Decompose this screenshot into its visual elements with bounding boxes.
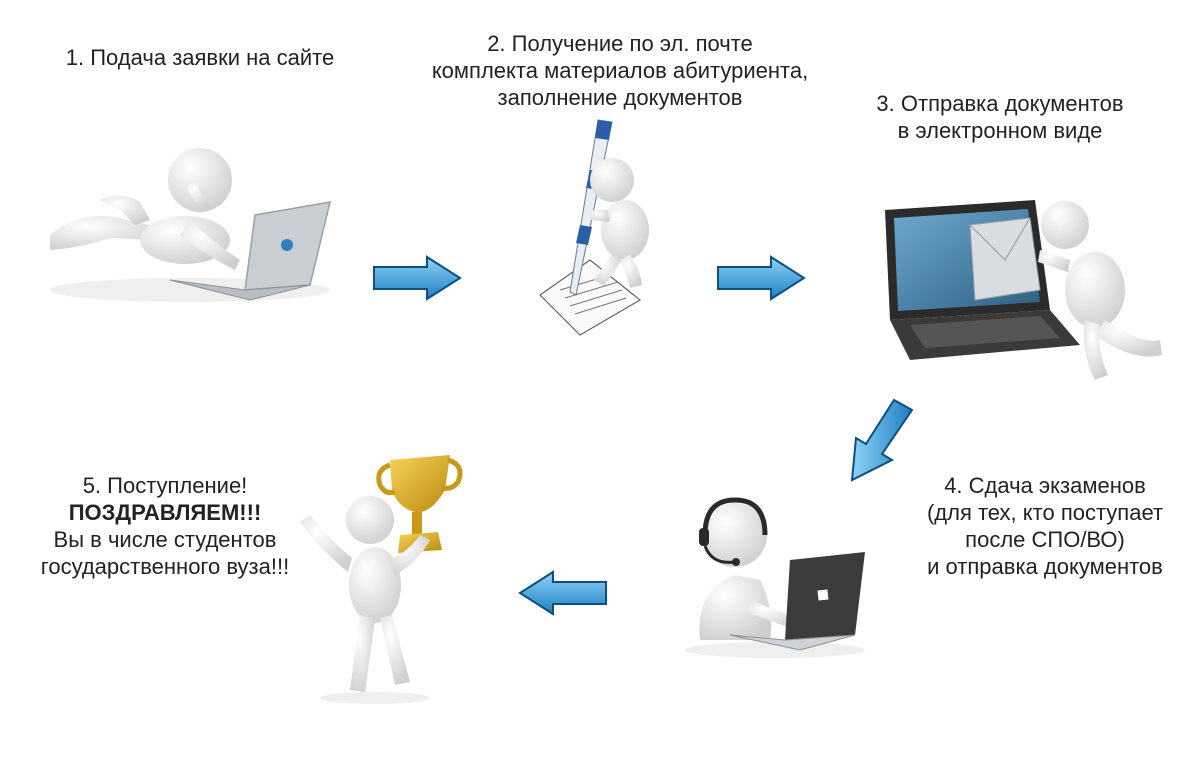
person-sending-envelope-illustration xyxy=(885,200,1162,380)
step-3-label: 3. Отправка документов в электронном вид… xyxy=(830,90,1170,144)
arrow-right-icon xyxy=(717,255,806,301)
arrow-right-icon xyxy=(373,255,462,301)
step-5-line-3: Вы в числе студентов xyxy=(53,527,277,552)
step-2-line-3: заполнение документов xyxy=(497,85,743,110)
person-with-laptop-illustration xyxy=(50,148,331,302)
step-5-line-1: 5. Поступление! xyxy=(82,473,248,498)
step-5-label: 5. Поступление! ПОЗДРАВЛЯЕМ!!! Вы в числ… xyxy=(0,472,330,580)
arrow-down-left-icon xyxy=(850,398,914,482)
step-5-line-2: ПОЗДРАВЛЯЕМ!!! xyxy=(68,500,262,525)
step-4-line-3: после СПО/ВО) xyxy=(965,527,1125,552)
step-3-line-1: 3. Отправка документов xyxy=(876,91,1124,116)
step-1-label: 1. Подача заявки на сайте xyxy=(20,44,380,71)
step-4-label: 4. Сдача экзаменов (для тех, кто поступа… xyxy=(900,472,1190,580)
step-5-line-4: государственного вуза!!! xyxy=(40,554,290,579)
step-3-line-2: в электронном виде xyxy=(897,118,1103,143)
step-4-line-4: и отправка документов xyxy=(927,554,1163,579)
person-with-pen-illustration xyxy=(539,119,649,336)
step-4-line-2: (для тех, кто поступает xyxy=(926,500,1164,525)
step-1-line-1: 1. Подача заявки на сайте xyxy=(65,45,335,70)
person-with-trophy-illustration xyxy=(300,455,463,704)
step-2-line-2: комплекта материалов абитуриента, xyxy=(431,58,809,83)
step-2-line-1: 2. Получение по эл. почте xyxy=(487,31,753,56)
step-2-label: 2. Получение по эл. почте комплекта мате… xyxy=(380,30,860,111)
step-4-line-1: 4. Сдача экзаменов xyxy=(944,473,1146,498)
person-with-headset-illustration xyxy=(685,497,865,658)
arrow-left-icon xyxy=(518,570,607,616)
